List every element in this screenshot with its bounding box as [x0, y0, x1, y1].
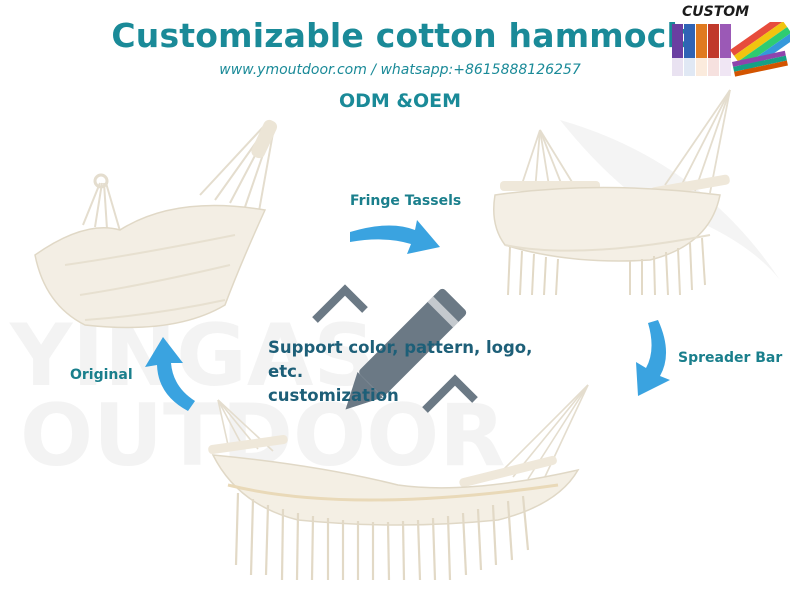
- spreader-hammock-image: [208, 384, 589, 581]
- watermark-line1: YINGAS: [9, 306, 375, 406]
- arrow-up-icon: [145, 337, 195, 411]
- spreader-bar-label: Spreader Bar: [678, 350, 783, 366]
- original-hammock-image: [34, 119, 278, 329]
- customization-line1: Support color, pattern, logo, etc.: [268, 338, 533, 381]
- customization-note: Support color, pattern, logo, etc. custo…: [268, 336, 568, 408]
- arrow-right-icon: [350, 220, 440, 254]
- custom-badge-label: CUSTOM: [682, 4, 750, 20]
- edit-pencil-icon: [312, 284, 478, 413]
- odm-oem-subtitle: ODM &OEM: [338, 90, 462, 112]
- original-label: Original: [70, 367, 133, 383]
- fringe-tassels-label: Fringe Tassels: [350, 193, 462, 209]
- page-title: Customizable cotton hammock: [111, 16, 689, 55]
- customization-line2: customization: [268, 386, 399, 405]
- color-swatch-icon: [672, 22, 790, 77]
- arrow-down-icon: [636, 320, 670, 396]
- contact-info: www.ymoutdoor.com / whatsapp:+8615888126…: [219, 62, 581, 78]
- fringe-hammock-image: [493, 89, 731, 295]
